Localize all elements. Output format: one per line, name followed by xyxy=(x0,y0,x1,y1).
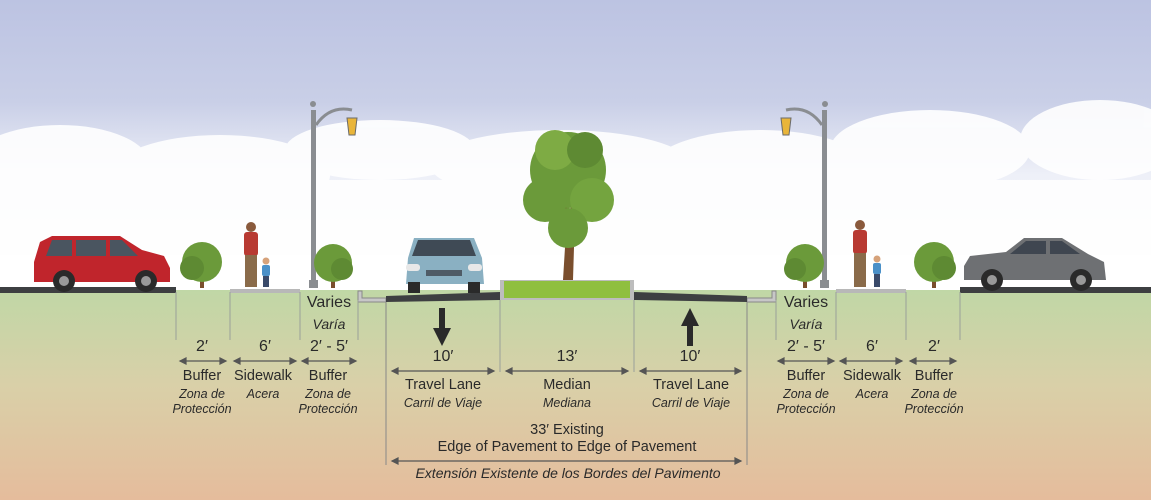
dim-line-right-buffer-outer xyxy=(908,357,958,365)
right-sidewalk-spanish: Acera xyxy=(855,387,889,401)
southbound-lane-spanish: Carril de Viaje xyxy=(403,396,483,410)
total-width-line2: Edge of Pavement to Edge of Pavement xyxy=(437,439,697,455)
dimension-dividers xyxy=(175,292,961,465)
right-buffer-inner-label: Buffer xyxy=(786,368,826,384)
left-buffer-inner-varies: Varies xyxy=(306,294,352,311)
red-suv xyxy=(34,236,170,292)
median-spanish: Mediana xyxy=(543,396,591,410)
dim-line-total xyxy=(390,457,743,465)
bush-left-inner xyxy=(314,244,353,288)
right-buffer-outer-label: Buffer xyxy=(914,368,954,384)
left-buffer-inner-varies-es: Varía xyxy=(312,316,346,332)
right-buffer-inner-varies-es: Varía xyxy=(789,316,823,332)
arrow-up-icon xyxy=(681,308,699,346)
northbound-lane-label: Travel Lane xyxy=(652,377,730,393)
left-sidewalk-spanish: Acera xyxy=(246,387,280,401)
left-sidewalk-label: Sidewalk xyxy=(233,368,293,384)
dim-line-right-sidewalk xyxy=(838,357,904,365)
right-sidewalk-dimension: 6′ xyxy=(866,338,878,355)
dim-line-left-sidewalk xyxy=(232,357,298,365)
right-buffer-inner-spanish: Zona de Protección xyxy=(776,387,836,416)
left-buffer-outer-dimension: 2′ xyxy=(196,338,208,355)
right-sidewalk-surface xyxy=(836,289,906,293)
left-buffer-inner-spanish: Zona de Protección xyxy=(298,387,358,416)
left-streetlight xyxy=(309,101,358,288)
dim-line-right-buffer-inner xyxy=(776,357,836,365)
clouds xyxy=(0,100,1151,292)
right-sidewalk-label: Sidewalk xyxy=(842,368,902,384)
gray-sedan xyxy=(964,238,1106,291)
total-width-spanish: Extensión Existente de los Bordes del Pa… xyxy=(415,465,721,481)
median-label: Median xyxy=(543,377,591,393)
median-dimension: 13′ xyxy=(556,348,578,365)
left-sidewalk-surface xyxy=(230,289,300,293)
total-width-line1: 33′ Existing xyxy=(530,422,604,438)
dimension-lines xyxy=(178,357,958,465)
left-buffer-outer-label: Buffer xyxy=(182,368,222,384)
right-buffer-inner-varies: Varies xyxy=(783,294,829,311)
ground xyxy=(0,290,1151,500)
northbound-lane-spanish: Carril de Viaje xyxy=(651,396,731,410)
right-buffer-inner-dimension: 2′ - 5′ xyxy=(786,338,826,355)
right-buffer-outer-spanish: Zona de Protección xyxy=(904,387,964,416)
southbound-lane-dimension: 10′ xyxy=(432,348,454,365)
median-grass xyxy=(504,281,630,298)
pavement-right xyxy=(634,292,747,302)
bush-left-outer xyxy=(180,242,222,288)
arrow-down-icon xyxy=(433,308,451,346)
right-buffer-outer-dimension: 2′ xyxy=(928,338,940,355)
median-tree xyxy=(523,130,614,280)
left-road xyxy=(0,287,176,293)
dim-line-median xyxy=(504,367,630,375)
dim-line-left-buffer-inner xyxy=(300,357,358,365)
left-sidewalk-dimension: 6′ xyxy=(259,338,271,355)
dim-line-northbound-lane xyxy=(638,367,743,375)
northbound-lane-dimension: 10′ xyxy=(679,348,701,365)
dim-line-left-buffer-outer xyxy=(178,357,228,365)
bush-right-outer xyxy=(914,242,956,288)
pedestrians-left xyxy=(244,222,270,287)
right-streetlight xyxy=(780,101,829,288)
pavement xyxy=(386,292,500,302)
blue-car xyxy=(406,238,484,293)
dim-line-southbound-lane xyxy=(390,367,496,375)
pedestrians-right xyxy=(853,220,881,287)
left-buffer-inner-label: Buffer xyxy=(308,368,348,384)
left-buffer-inner-dimension: 2′ - 5′ xyxy=(309,338,349,355)
southbound-lane-label: Travel Lane xyxy=(404,377,482,393)
left-buffer-outer-spanish: Zona de Protección xyxy=(172,387,232,416)
right-road xyxy=(960,287,1151,293)
bush-right-inner xyxy=(784,244,824,288)
